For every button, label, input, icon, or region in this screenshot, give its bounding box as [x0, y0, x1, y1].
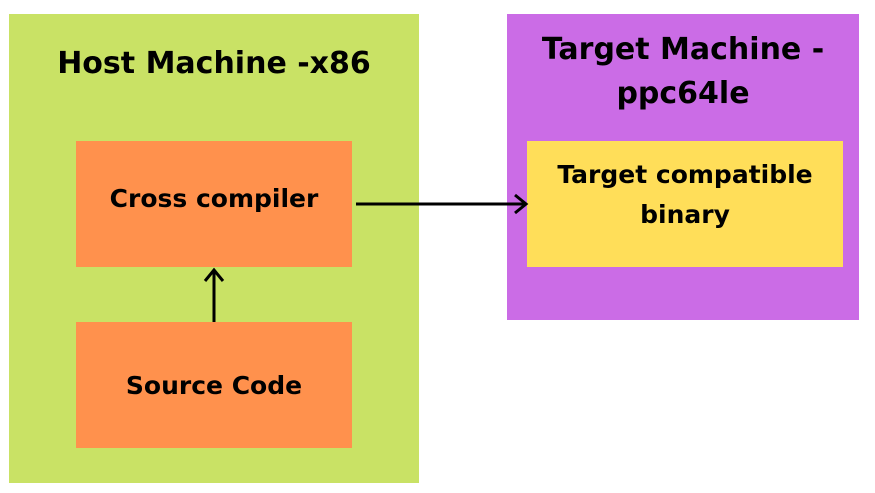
source-code-box: Source Code [76, 322, 352, 448]
host-machine-title: Host Machine -x86 [57, 46, 371, 81]
cross-compiler-box: Cross compiler [76, 141, 352, 267]
target-binary-box: Target compatible binary [527, 141, 843, 267]
source-code-label: Source Code [125, 371, 303, 400]
target-binary-label: Target compatible binary [557, 160, 813, 229]
target-machine-title: Target Machine - ppc64le [541, 32, 825, 111]
cross-compiler-label: Cross compiler [109, 184, 319, 213]
